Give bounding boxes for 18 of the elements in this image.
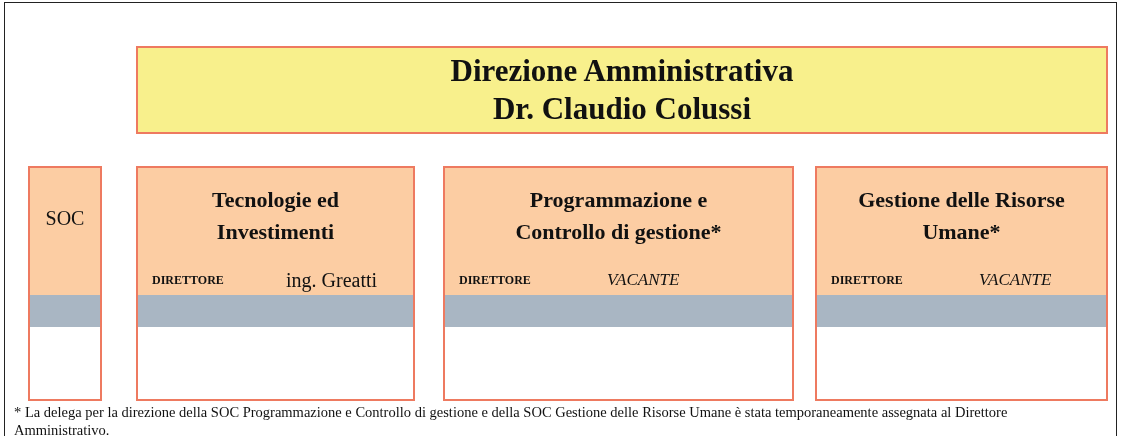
person-name: VACANTE: [607, 269, 680, 291]
role-label: DIRETTORE: [152, 272, 224, 288]
unit-box: [815, 166, 1108, 401]
heading: Direzione Amministrativa: [449, 52, 795, 90]
unit-box: [443, 166, 794, 401]
heading: Dr. Claudio Colussi: [491, 90, 753, 128]
title-box: [136, 46, 1108, 134]
unit-name: Gestione delle Risorse Umane*: [857, 186, 1066, 246]
unit-name: Programmazione e Controllo di gestione*: [514, 186, 723, 246]
unit-name: SOC: [44, 206, 86, 230]
unit-box: [136, 166, 415, 401]
role-label: DIRETTORE: [831, 272, 903, 288]
person-name: VACANTE: [979, 269, 1052, 291]
role-label: DIRETTORE: [459, 272, 531, 288]
unit-name: Tecnologie ed Investimenti: [211, 186, 340, 246]
person-name: ing. Greatti: [286, 268, 378, 292]
unit-box: [28, 166, 102, 401]
footnote: * La delega per la direzione della SOC Programmazione e Controllo di gestione e della SOC Gestione delle Risorse Umane è stata temporaneamente assegnata al Direttore Amministrativo.: [14, 403, 1009, 436]
